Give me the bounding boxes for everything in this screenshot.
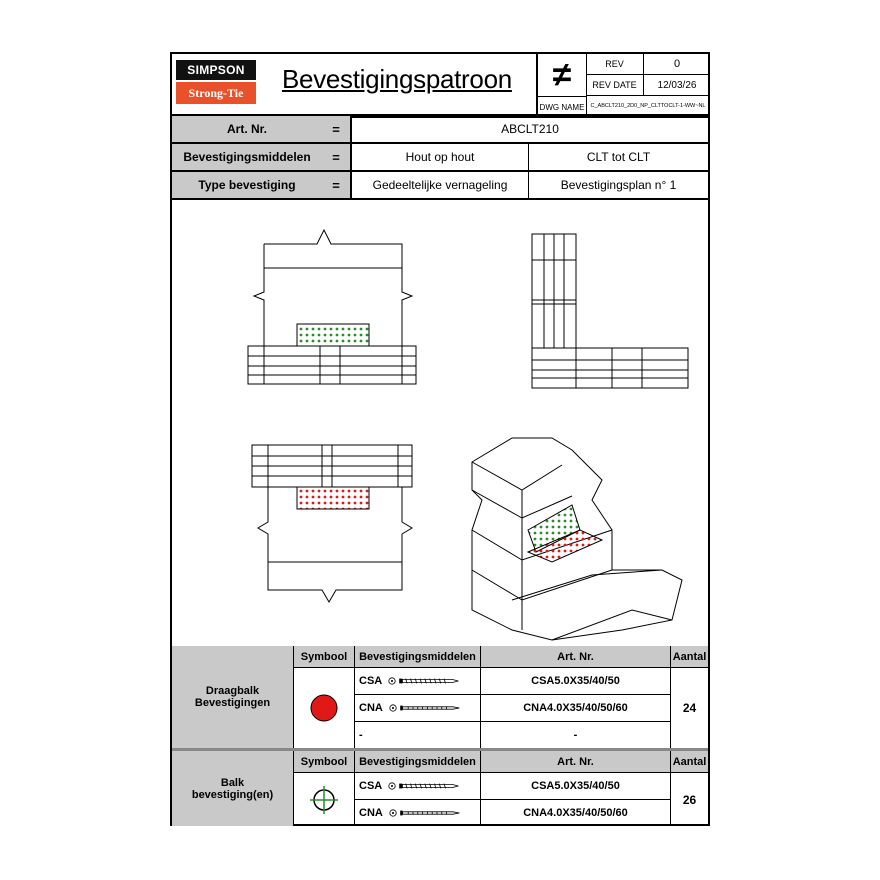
header-art-nr: Art. Nr. bbox=[480, 646, 670, 668]
equals-sign: = bbox=[322, 116, 352, 142]
header-art-nr: Art. Nr. bbox=[480, 751, 670, 773]
fastener-csa: CSA bbox=[354, 668, 480, 695]
side-view bbox=[531, 233, 689, 389]
row-type-bevestiging: Type bevestiging = Gedeeltelijke vernage… bbox=[172, 172, 708, 200]
header-symbool: Symbool bbox=[293, 646, 354, 668]
header-middelen: Bevestigingsmiddelen bbox=[354, 751, 480, 773]
revision-block: ≠ DWG NAME REV 0 REV DATE 12/03/26 C_ABC… bbox=[536, 54, 710, 117]
isometric-view bbox=[471, 437, 683, 641]
art-nr-cna: CNA4.0X35/40/50/60 bbox=[480, 695, 670, 722]
info-rows: Art. Nr. = ABCLT210 Bevestigingsmiddelen… bbox=[172, 114, 708, 200]
rev-date-value: 12/03/26 bbox=[644, 75, 710, 96]
logo-top-text: SIMPSON bbox=[176, 60, 256, 80]
symbol-cell bbox=[293, 773, 354, 826]
header-symbool: Symbool bbox=[293, 751, 354, 773]
art-nr-empty: - bbox=[480, 722, 670, 748]
logo-bottom-text: Strong-Tie bbox=[176, 82, 256, 104]
aantal-value: 26 bbox=[670, 773, 708, 826]
fastener-type: CNA bbox=[359, 702, 383, 714]
screw-icon bbox=[388, 677, 459, 685]
fastener-empty: - bbox=[354, 722, 480, 748]
fastener-cna: CNA bbox=[354, 695, 480, 722]
not-equal-icon: ≠ bbox=[538, 54, 587, 96]
drawing-views bbox=[247, 228, 689, 641]
front-view bbox=[247, 228, 417, 385]
art-nr-csa: CSA5.0X35/40/50 bbox=[480, 668, 670, 695]
group-label-line1: Draagbalk bbox=[205, 685, 260, 697]
nail-icon bbox=[389, 704, 460, 712]
equals-sign: = bbox=[322, 172, 352, 198]
middelen-label: Bevestigingsmiddelen bbox=[172, 144, 322, 170]
drawing-sheet: SIMPSON Strong-Tie Bevestigingspatroon ≠… bbox=[170, 52, 710, 826]
group-label-line1: Balk bbox=[220, 776, 245, 789]
equals-sign: = bbox=[322, 144, 352, 170]
technical-drawing-area bbox=[172, 200, 708, 648]
rev-date-label: REV DATE bbox=[586, 75, 644, 96]
red-dot-icon bbox=[310, 694, 338, 722]
middelen-value-2: CLT tot CLT bbox=[528, 144, 708, 170]
screw-icon bbox=[388, 782, 459, 790]
group-label-line2: Bevestigingen bbox=[194, 697, 271, 709]
header-middelen: Bevestigingsmiddelen bbox=[354, 646, 480, 668]
art-nr-value: ABCLT210 bbox=[501, 122, 559, 136]
fastener-csa: CSA bbox=[354, 773, 480, 800]
dwg-name-value: C_ABCLT210_2D0_NP_CLTTOCLT-1-WW~NL bbox=[590, 103, 706, 109]
rev-value: 0 bbox=[644, 54, 710, 75]
bottom-view bbox=[251, 444, 413, 603]
type-value-1: Gedeeltelijke vernageling bbox=[372, 178, 508, 192]
nail-icon bbox=[389, 809, 460, 817]
balk-group-label: Balk bevestiging(en) bbox=[172, 751, 293, 826]
title-block: SIMPSON Strong-Tie Bevestigingspatroon ≠… bbox=[172, 54, 710, 118]
fastener-type: CSA bbox=[359, 780, 383, 792]
balk-table: Balk bevestiging(en) Symbool Bevestiging… bbox=[172, 751, 708, 826]
fastener-cna: CNA bbox=[354, 800, 480, 826]
page-title: Bevestigingspatroon bbox=[282, 64, 512, 94]
dwg-name-label: DWG NAME bbox=[538, 96, 587, 117]
art-nr-label: Art. Nr. bbox=[172, 116, 322, 142]
simpson-strong-tie-logo: SIMPSON Strong-Tie bbox=[176, 60, 256, 104]
symbol-cell bbox=[293, 668, 354, 748]
rev-label: REV bbox=[586, 54, 644, 75]
art-nr-csa: CSA5.0X35/40/50 bbox=[480, 773, 670, 800]
row-bevestigingsmiddelen: Bevestigingsmiddelen = Hout op hout CLT … bbox=[172, 144, 708, 172]
art-nr-cna: CNA4.0X35/40/50/60 bbox=[480, 800, 670, 826]
row-art-nr: Art. Nr. = ABCLT210 bbox=[172, 114, 708, 144]
group-label-line2: bevestiging(en) bbox=[191, 788, 274, 801]
rev-grid: REV 0 REV DATE 12/03/26 C_ABCLT210_2D0_N… bbox=[586, 54, 710, 116]
type-label: Type bevestiging bbox=[172, 172, 322, 198]
draagbalk-table: Draagbalk Bevestigingen Symbool Bevestig… bbox=[172, 646, 708, 750]
aantal-value: 24 bbox=[670, 668, 708, 748]
type-value-2: Bevestigingsplan n° 1 bbox=[528, 172, 708, 198]
green-crosshair-icon bbox=[310, 785, 338, 814]
header-aantal: Aantal bbox=[670, 646, 708, 668]
draagbalk-group-label: Draagbalk Bevestigingen bbox=[172, 646, 293, 748]
table-separator bbox=[172, 748, 708, 751]
header-aantal: Aantal bbox=[670, 751, 708, 773]
fastener-type: CSA bbox=[359, 675, 383, 687]
middelen-value-1: Hout op hout bbox=[405, 150, 475, 164]
fastener-type: CNA bbox=[359, 807, 383, 819]
